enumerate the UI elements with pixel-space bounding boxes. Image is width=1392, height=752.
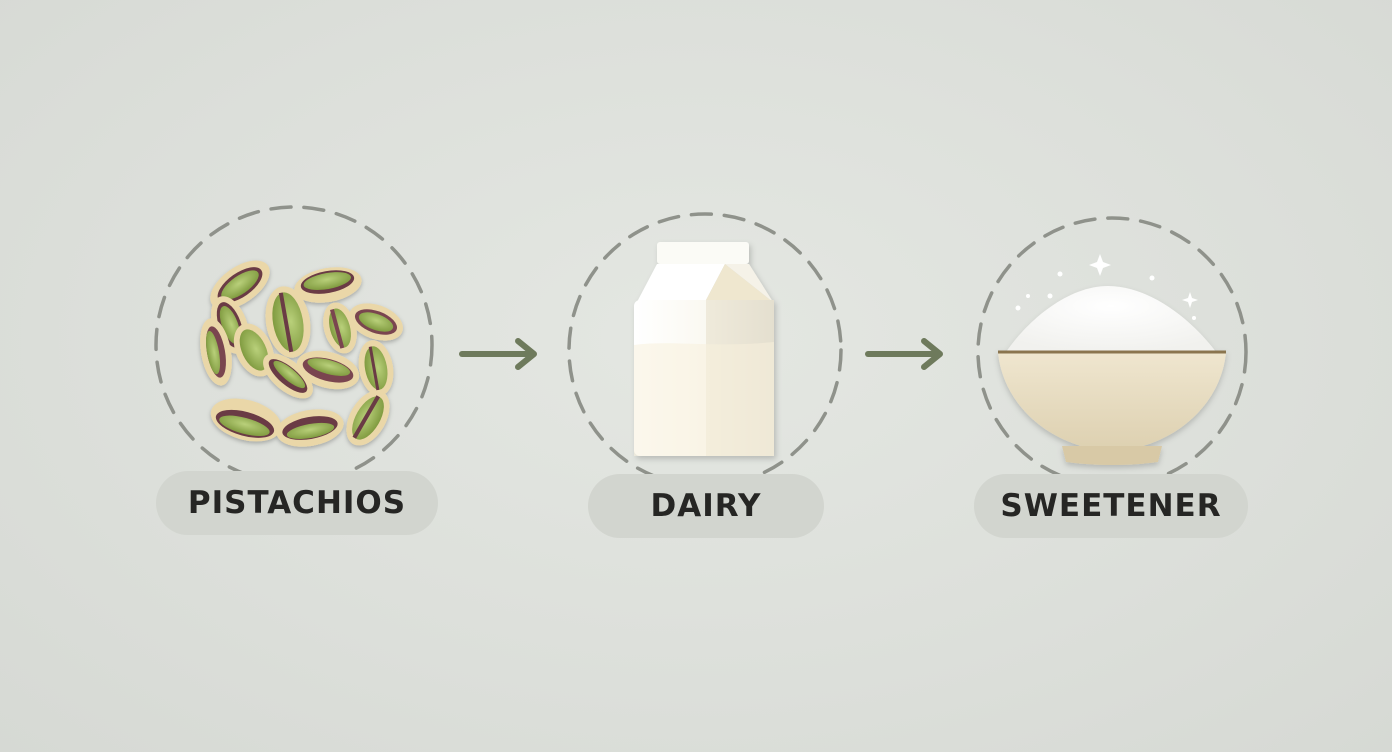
step-sweetener: SWEETENER xyxy=(968,0,1268,752)
step-label: SWEETENER xyxy=(1000,488,1222,524)
step-pistachios: PISTACHIOS xyxy=(148,0,448,752)
dashed-circle-icon xyxy=(154,205,434,480)
right-arrow-icon xyxy=(459,338,537,370)
label-pill: SWEETENER xyxy=(974,474,1248,538)
sugar-bowl-icon xyxy=(998,254,1226,465)
label-pill: PISTACHIOS xyxy=(156,471,438,535)
dashed-circle-icon xyxy=(976,216,1248,480)
step-dairy: DAIRY xyxy=(560,0,860,752)
step-label: PISTACHIOS xyxy=(187,485,407,521)
pistachio-pile-icon xyxy=(200,260,403,447)
label-pill: DAIRY xyxy=(588,474,824,538)
step-label: DAIRY xyxy=(650,488,762,524)
right-arrow-icon xyxy=(865,338,943,370)
milk-carton-icon xyxy=(634,242,774,456)
dashed-circle-icon xyxy=(567,212,843,480)
